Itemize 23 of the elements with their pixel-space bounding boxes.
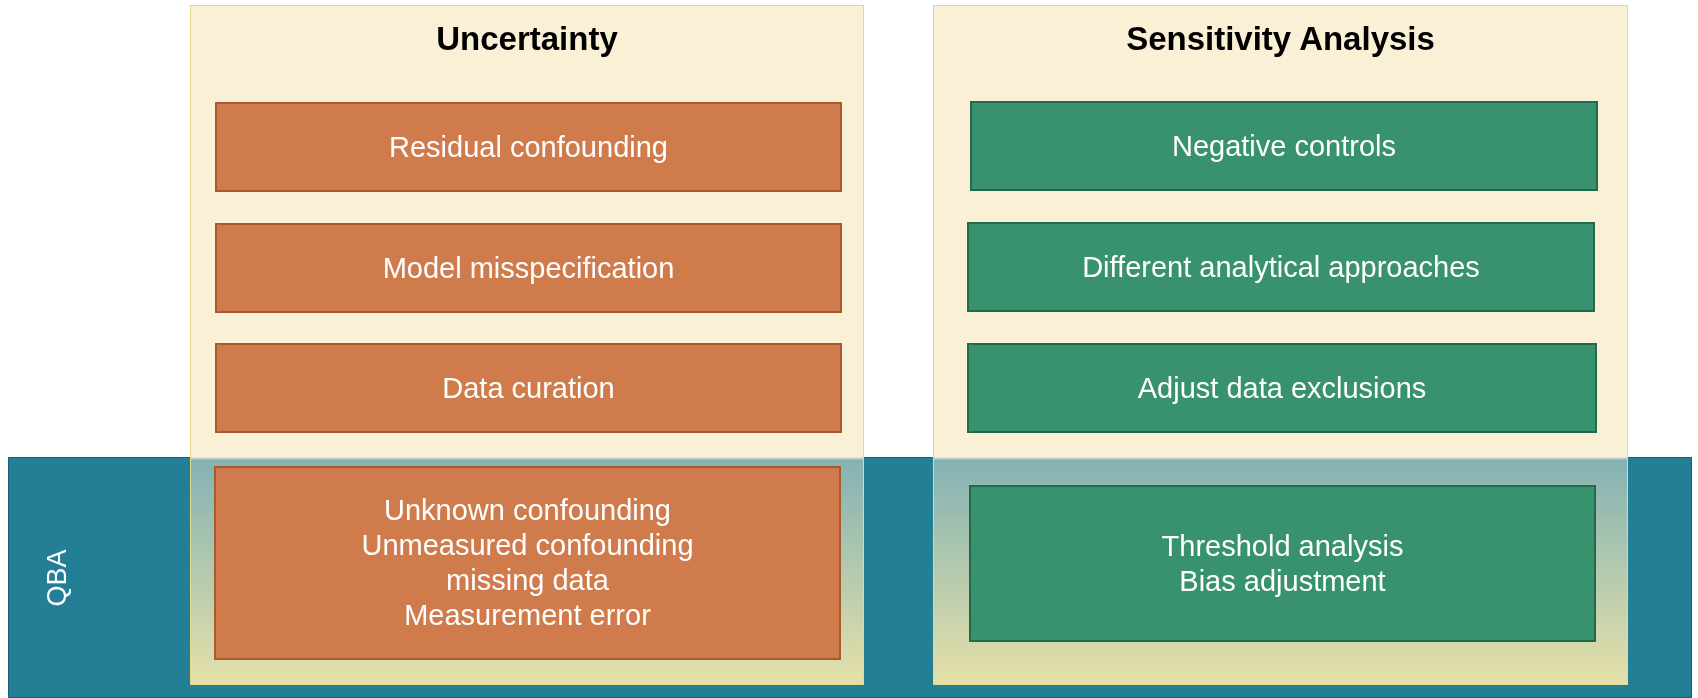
box-text: Data curation (442, 370, 615, 406)
box-text: Threshold analysis (1161, 528, 1404, 564)
box-text: Bias adjustment (1179, 563, 1386, 599)
band-label: QBA (41, 549, 73, 606)
box-text: Model misspecification (382, 250, 675, 286)
box-text: Different analytical approaches (1082, 249, 1480, 285)
box-text: Residual confounding (389, 129, 668, 165)
panel-title: Uncertainty (435, 20, 619, 58)
panel-title: Sensitivity Analysis (1125, 20, 1436, 58)
item-box (967, 343, 1597, 433)
item-box (969, 485, 1596, 642)
box-text: Negative controls (1171, 128, 1397, 164)
item-box (970, 101, 1598, 191)
item-box (215, 343, 842, 433)
box-text: Unmeasured confounding (361, 528, 694, 563)
box-text: Measurement error (404, 597, 651, 633)
box-text: missing data (446, 563, 609, 598)
item-box (215, 223, 842, 313)
item-box (215, 102, 842, 192)
item-box (214, 466, 841, 660)
item-box (967, 222, 1595, 312)
box-text: Adjust data exclusions (1137, 370, 1427, 406)
box-text: Unknown confounding (384, 493, 671, 529)
